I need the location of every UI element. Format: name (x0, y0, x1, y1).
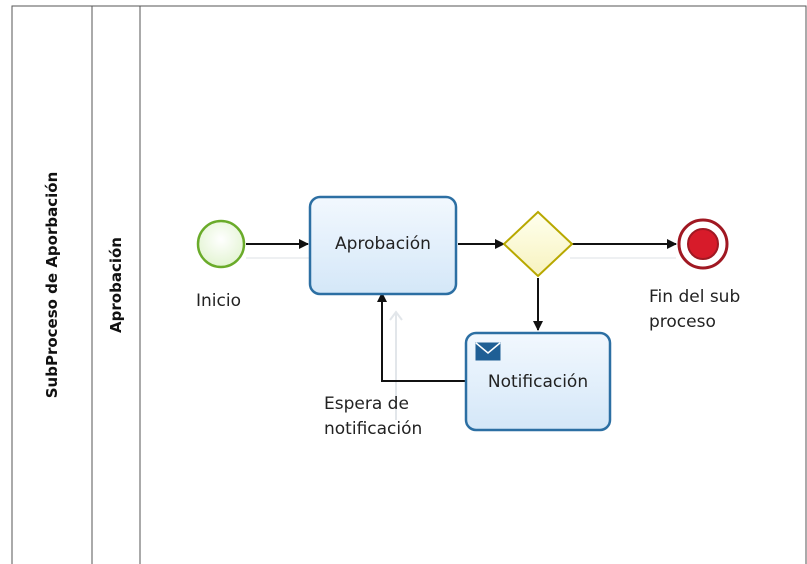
start-event-label: Inicio (196, 291, 241, 311)
end-event-label-line1: Fin del sub (649, 287, 741, 307)
loop-flow-label-line1: Espera de (324, 394, 409, 414)
task-notification-label: Notificación (487, 372, 589, 392)
exclusive-gateway[interactable] (502, 210, 574, 278)
start-event[interactable] (196, 219, 246, 269)
pool-frame (11, 5, 807, 564)
end-event-label-line2: proceso (649, 312, 716, 332)
task-approval-label: Aprobación (335, 234, 431, 254)
end-event-inner (687, 228, 719, 260)
pool-title: SubProceso de Aporbación (43, 171, 61, 399)
loop-flow-label-line2: notificación (324, 419, 423, 439)
task-notification[interactable] (464, 331, 612, 432)
loop-flow-label: Espera de notificación (324, 392, 422, 442)
envelope-icon (475, 342, 501, 361)
end-event-label: Fin del sub proceso (649, 285, 740, 335)
flow-notification-to-approval[interactable] (377, 292, 466, 382)
task-approval[interactable] (308, 195, 458, 296)
lane-title: Aprobación (107, 237, 125, 333)
